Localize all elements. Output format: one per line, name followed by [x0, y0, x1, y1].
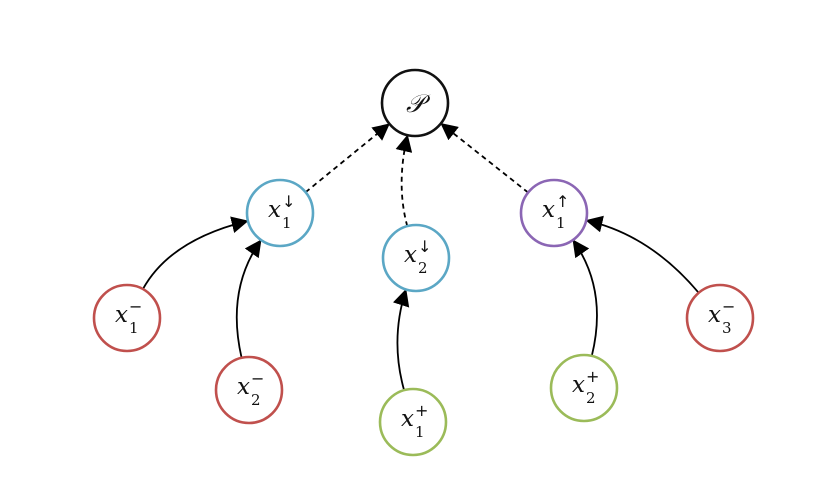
node-circle-P: [380, 68, 450, 138]
node-superscript-x1minus: −: [129, 297, 142, 316]
node-circle-x1up: [519, 178, 589, 248]
node-subscript-x1down: 1: [282, 214, 292, 232]
node-subscript-x2minus: 2: [251, 391, 261, 409]
node-subscript-x2plus: 2: [586, 389, 596, 407]
edges-layer: [142, 123, 700, 391]
node-subscript-x1minus: 1: [129, 319, 139, 337]
node-label-x2minus: x: [237, 374, 250, 400]
node-label-x1minus: x: [115, 302, 128, 328]
edge-x1minus-to-x1down: [142, 216, 249, 290]
node-superscript-x1down: ↓: [282, 192, 295, 211]
node-circle-x2plus: [549, 353, 619, 423]
node-circle-x1down: [245, 178, 315, 248]
edge-x2plus-to-x1up: [572, 239, 598, 357]
node-subscript-x2down: 2: [418, 259, 428, 277]
node-subscript-x1up: 1: [556, 214, 566, 232]
node-subscript-x3minus: 3: [722, 319, 732, 337]
node-superscript-x1plus: +: [415, 401, 428, 420]
node-superscript-x2plus: +: [586, 367, 599, 386]
edge-x1up-to-P: [440, 123, 529, 194]
node-label-x3minus: x: [708, 302, 721, 328]
node-label-x2plus: x: [572, 372, 585, 398]
node-subscript-x1plus: 1: [415, 423, 425, 441]
node-label-x2down: x: [404, 242, 417, 268]
node-circle-x1plus: [378, 387, 448, 457]
edge-x2down-to-P: [395, 134, 413, 227]
node-label-x1down: x: [268, 197, 281, 223]
node-P: 𝒫: [380, 68, 450, 138]
node-superscript-x3minus: −: [722, 297, 735, 316]
node-circle-x2down: [381, 223, 451, 293]
node-circle-x3minus: [685, 283, 755, 353]
node-label-x1plus: x: [401, 406, 414, 432]
edge-x3minus-to-x1up: [585, 215, 700, 294]
edge-x2minus-to-x1down: [235, 239, 262, 359]
node-superscript-x2down: ↓: [418, 237, 431, 256]
node-superscript-x1up: ↑: [556, 192, 569, 211]
node-circle-x2minus: [214, 355, 284, 425]
node-label-x1up: x: [542, 197, 555, 223]
edge-x1down-to-P: [305, 123, 390, 193]
edge-x1plus-to-x2down: [392, 288, 410, 391]
node-superscript-x2minus: −: [251, 369, 264, 388]
node-circle-x1minus: [92, 283, 162, 353]
